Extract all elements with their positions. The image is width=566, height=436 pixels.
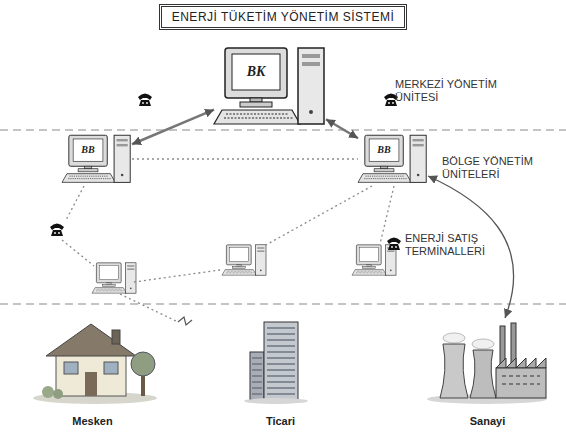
central-computer: BK <box>214 46 326 126</box>
region-computer: BB <box>62 134 132 184</box>
section-label: ENERJİ SATIŞ TERMİNALLERİ <box>405 232 493 258</box>
title-row: ENERJİ TÜKETİM YÖNETİM SİSTEMİ <box>0 4 566 30</box>
link-line <box>326 119 358 138</box>
section-label: MERKEZİ YÖNETİM ÜNİTESİ <box>395 78 503 104</box>
screen-label: BK <box>232 54 280 90</box>
link-line <box>132 110 214 145</box>
site-caption: Ticari <box>238 414 323 428</box>
consumer-site: Ticari <box>238 318 323 430</box>
site-caption: Sanayi <box>425 414 550 428</box>
consumer-site: Sanayi <box>425 318 550 430</box>
title-box: ENERJİ TÜKETİM YÖNETİM SİSTEMİ <box>159 4 408 30</box>
site-caption: Mesken <box>30 414 155 428</box>
link-line <box>132 158 358 159</box>
consumer-site: Mesken <box>30 318 155 430</box>
region-computer: BB <box>358 134 428 184</box>
screen-label: BB <box>369 139 399 161</box>
section-label: BÖLGE YÖNETİM ÜNİTELERİ <box>442 155 542 181</box>
screen-label: BB <box>73 139 103 161</box>
